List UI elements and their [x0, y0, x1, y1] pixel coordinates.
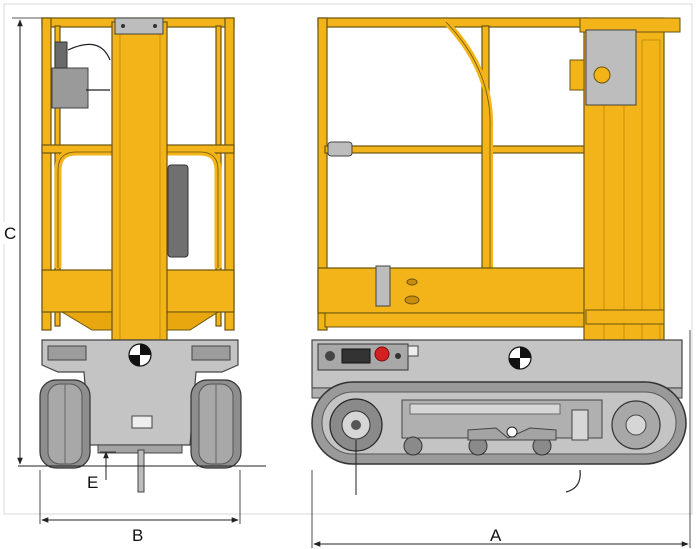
side-mast: [569, 17, 681, 341]
side-crawler-track: [311, 381, 687, 465]
front-chassis: [41, 339, 239, 454]
side-control-panel: [317, 343, 419, 371]
front-mast: [111, 17, 168, 341]
side-idler-wheel: [611, 400, 661, 450]
dimension-label-b: B: [132, 526, 143, 545]
front-right-wheel: [190, 379, 242, 469]
drawing-border: [3, 3, 693, 515]
front-view: [39, 17, 242, 493]
front-label-plate: [131, 415, 153, 429]
side-pothole-hook: [565, 469, 581, 493]
front-control-box: [51, 41, 111, 109]
dimension-b: B: [39, 470, 241, 545]
dimension-c: C: [3, 17, 42, 465]
front-left-wheel: [39, 379, 91, 469]
dimension-label-a: A: [490, 526, 502, 545]
side-rail-bracket: [327, 141, 353, 157]
side-view: [311, 17, 687, 495]
side-centre-of-gravity-icon: [508, 346, 532, 370]
dimension-label-c: C: [4, 224, 16, 243]
dimension-a: A: [311, 330, 691, 548]
front-pothole-guard: [137, 449, 145, 493]
dimension-e: E: [87, 451, 116, 492]
front-centre-of-gravity-icon: [128, 343, 152, 367]
emergency-stop-icon: [374, 346, 390, 362]
front-side-panel: [167, 164, 189, 258]
dimension-label-e: E: [87, 473, 98, 492]
side-drive-sprocket: [329, 398, 383, 452]
side-platform-floor: [317, 267, 595, 314]
